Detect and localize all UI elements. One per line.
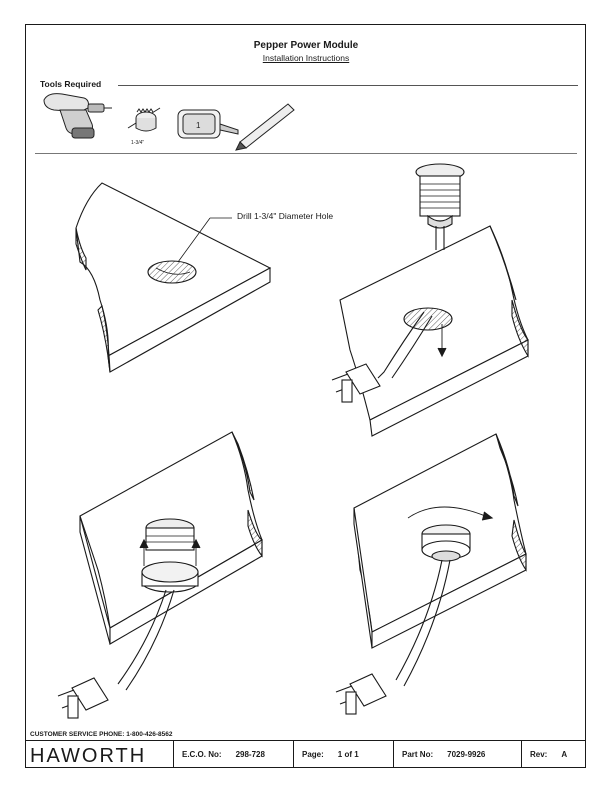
section-divider xyxy=(35,153,577,154)
drill-hole-callout: Drill 1-3/4" Diameter Hole xyxy=(237,211,334,221)
page-label: Page: xyxy=(302,749,324,759)
hole-saw-icon xyxy=(127,107,161,132)
drill-icon xyxy=(43,93,112,139)
page-value: 1 of 1 xyxy=(337,749,359,759)
hole-saw-caption: 1-3/4" xyxy=(131,140,145,146)
rev-value: A xyxy=(561,749,568,759)
part-cell: Part No: 7029-9926 xyxy=(393,741,522,767)
step3-illustration xyxy=(57,431,263,719)
title-block: HAWORTH E.C.O. No: 298-728 Page: 1 of 1 … xyxy=(26,740,586,767)
haworth-logo: HAWORTH xyxy=(30,745,147,767)
page-frame xyxy=(25,24,586,768)
eco-label: E.C.O. No: xyxy=(182,749,222,759)
eco-cell: E.C.O. No: 298-728 xyxy=(173,741,294,767)
step4-illustration xyxy=(335,433,527,715)
customer-service-phone: CUSTOMER SERVICE PHONE: 1-800-426-8562 xyxy=(30,731,173,738)
svg-text:1: 1 xyxy=(196,121,201,130)
step1-illustration xyxy=(75,182,272,373)
tools-divider xyxy=(118,85,578,86)
step2-illustration xyxy=(331,163,529,437)
pencil-icon xyxy=(235,103,295,151)
document-subtitle: Installation Instructions xyxy=(262,53,350,63)
part-value: 7029-9926 xyxy=(447,749,486,759)
document-title: Pepper Power Module xyxy=(253,40,359,51)
part-label: Part No: xyxy=(402,749,434,759)
rev-label: Rev: xyxy=(530,749,548,759)
page-cell: Page: 1 of 1 xyxy=(293,741,394,767)
eco-value: 298-728 xyxy=(235,749,265,759)
rev-cell: Rev: A xyxy=(521,741,586,767)
tape-measure-icon: 1 xyxy=(177,109,239,139)
tools-required-heading: Tools Required xyxy=(40,79,102,89)
